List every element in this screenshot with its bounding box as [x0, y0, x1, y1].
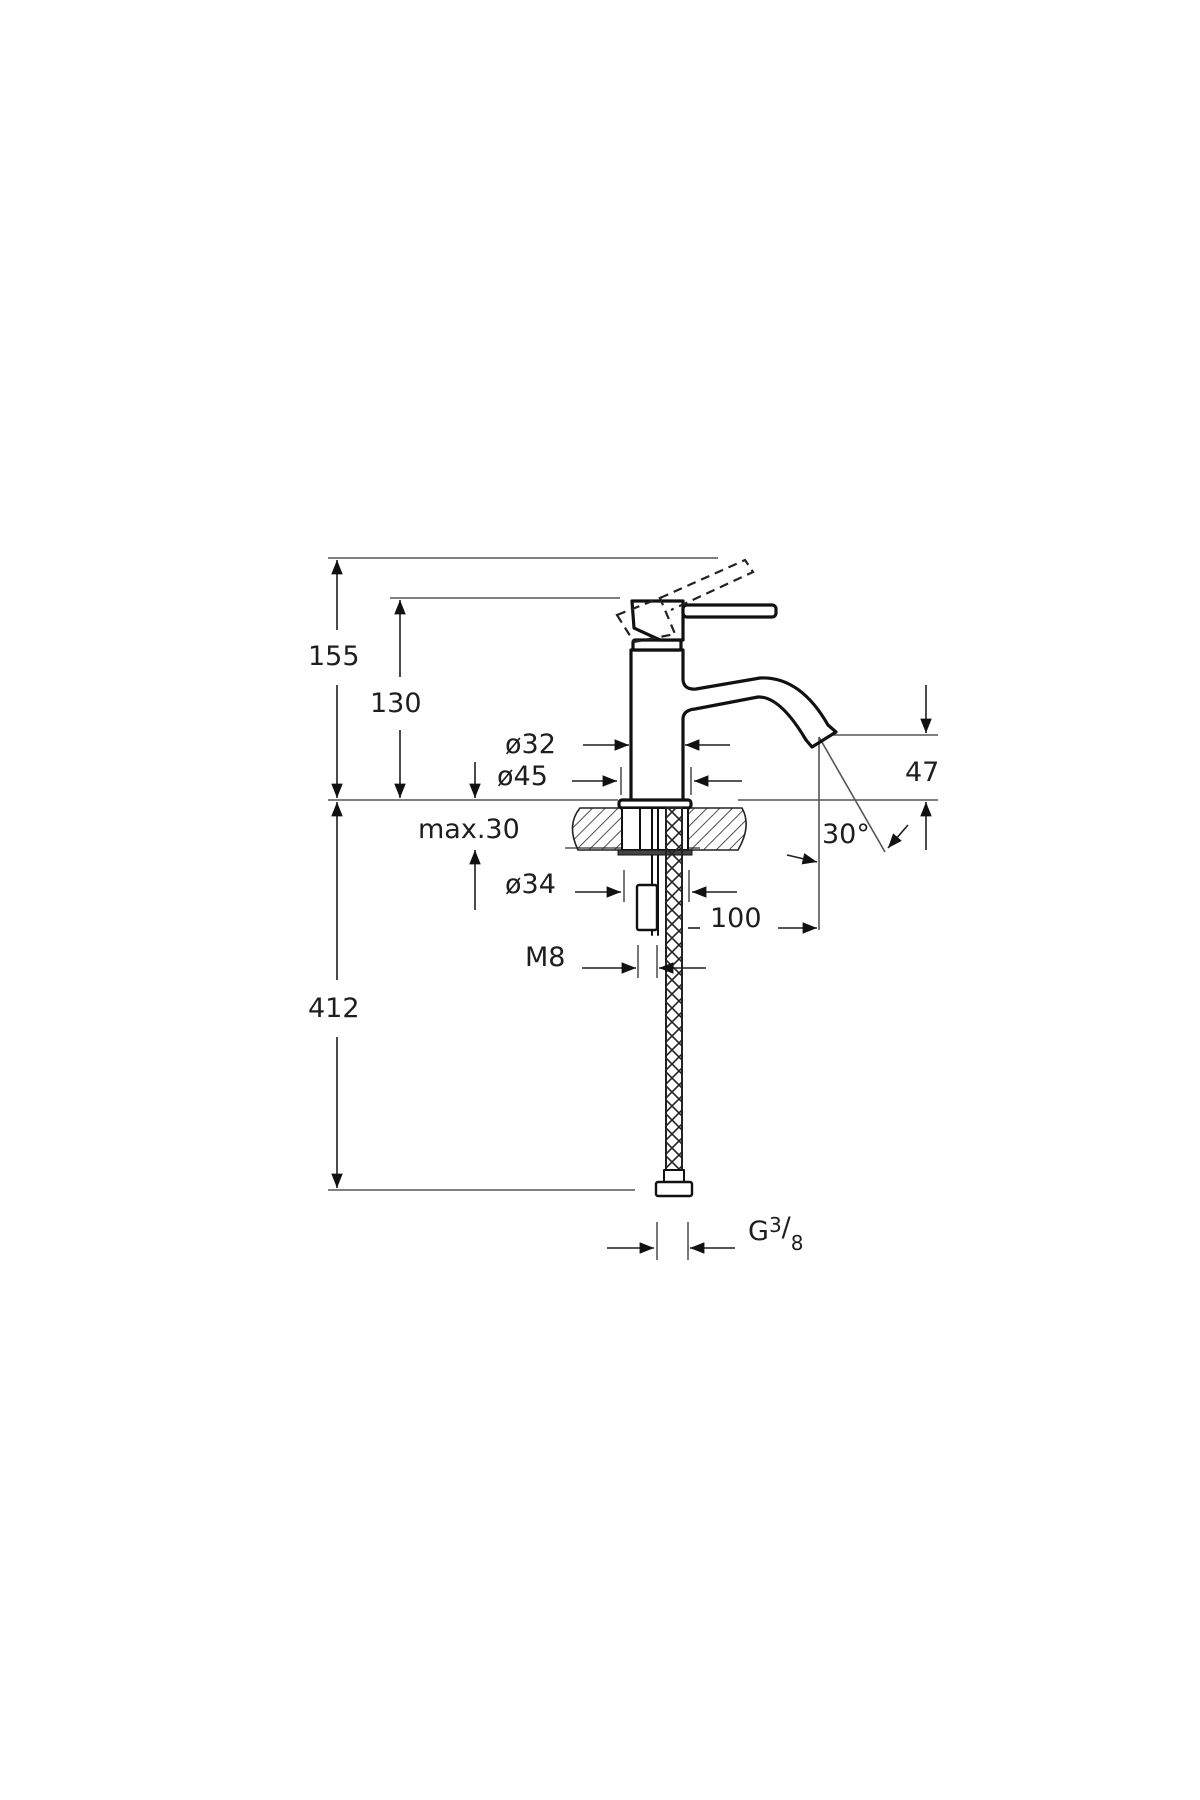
label-100: 100: [710, 903, 762, 934]
under-deck-assembly: [617, 807, 694, 1198]
label-diameter-32: ø32: [505, 729, 556, 760]
label-g-denominator: 8: [791, 1231, 804, 1255]
label-angle-30: 30°: [822, 819, 870, 850]
tap-body: [615, 558, 838, 810]
label-g-prefix: G: [748, 1216, 769, 1247]
label-g-numerator: 3: [769, 1213, 782, 1237]
label-130: 130: [370, 688, 422, 719]
label-155: 155: [308, 641, 360, 672]
label-diameter-45: ø45: [497, 761, 548, 792]
dimension-labels: 155 130 ø32 ø45 max.30 ø34 100 M8 47 30°…: [308, 641, 939, 1255]
deck-section: [571, 807, 747, 851]
dimension-lines: [331, 560, 932, 1260]
label-47: 47: [905, 757, 939, 788]
label-g-connector: G3/8: [748, 1212, 804, 1255]
label-412: 412: [308, 993, 360, 1024]
reference-lines: [328, 557, 938, 1191]
label-diameter-34: ø34: [505, 869, 556, 900]
label-m8: M8: [525, 942, 565, 973]
label-max-30: max.30: [418, 814, 520, 845]
